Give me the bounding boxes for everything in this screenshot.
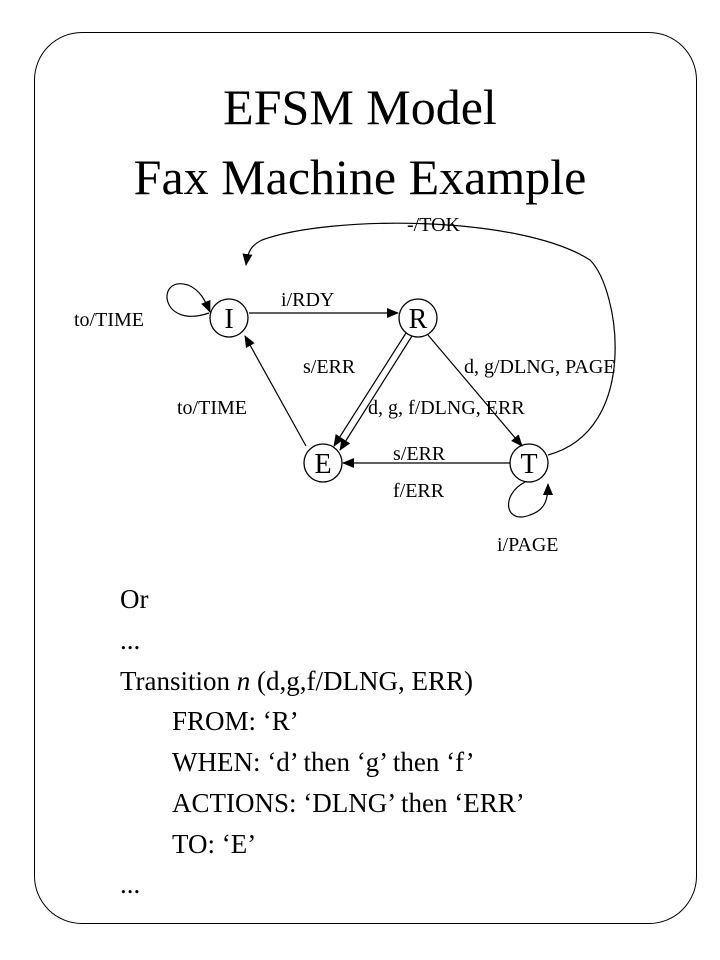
label-f-err-te: f/ERR <box>393 480 445 502</box>
state-i-label: I <box>224 304 233 335</box>
state-e-label: E <box>314 449 331 480</box>
label-to-time-ei: to/TIME <box>177 397 247 419</box>
edge-t-to-i <box>242 222 616 456</box>
title-line-2: Fax Machine Example <box>133 149 587 205</box>
desc-transition: Transition n (d,g,f/DLNG, ERR) <box>120 668 473 695</box>
edge-r-to-e-outer <box>333 332 407 447</box>
label-d-g-dlng-page: d, g/DLNG, PAGE <box>464 356 616 378</box>
edge-t-self-loop <box>508 481 553 518</box>
label-d-g-f-dlng-err: d, g, f/DLNG, ERR <box>368 397 525 419</box>
transition-suffix: (d,g,f/DLNG, ERR) <box>250 666 474 696</box>
state-r-label: R <box>409 304 428 335</box>
desc-when: WHEN: ‘d’ then ‘g’ then ‘f’ <box>172 747 475 777</box>
desc-actions: ACTIONS: ‘DLNG’ then ‘ERR’ <box>172 788 525 818</box>
desc-or: Or <box>120 584 149 614</box>
label-i-page: i/PAGE <box>497 534 559 556</box>
desc-ellipsis-bottom: ... <box>120 869 141 899</box>
transition-var: n <box>236 666 251 696</box>
label-s-err-te: s/ERR <box>393 443 446 465</box>
edge-r-to-t <box>427 334 523 447</box>
state-e[interactable]: E <box>303 443 343 483</box>
label-to-time-self: to/TIME <box>74 309 144 331</box>
desc-from: FROM: ‘R’ <box>172 706 299 736</box>
edge-i-self-loop <box>166 283 211 317</box>
transition-prefix: Transition <box>120 666 237 696</box>
label-tok: -/TOK <box>407 214 461 236</box>
state-r[interactable]: R <box>398 298 438 338</box>
edge-e-to-i <box>244 335 307 447</box>
title-line-1: EFSM Model <box>223 79 497 135</box>
label-s-err-re: s/ERR <box>303 356 356 378</box>
state-i[interactable]: I <box>209 298 249 338</box>
edge-r-to-e-inner <box>339 335 413 451</box>
slide-frame <box>34 32 697 924</box>
desc-to: TO: ‘E’ <box>172 829 257 859</box>
state-t[interactable]: T <box>509 443 549 483</box>
state-t-label: T <box>520 449 537 480</box>
desc-ellipsis-top: ... <box>120 625 141 655</box>
label-rdy: i/RDY <box>281 289 334 311</box>
